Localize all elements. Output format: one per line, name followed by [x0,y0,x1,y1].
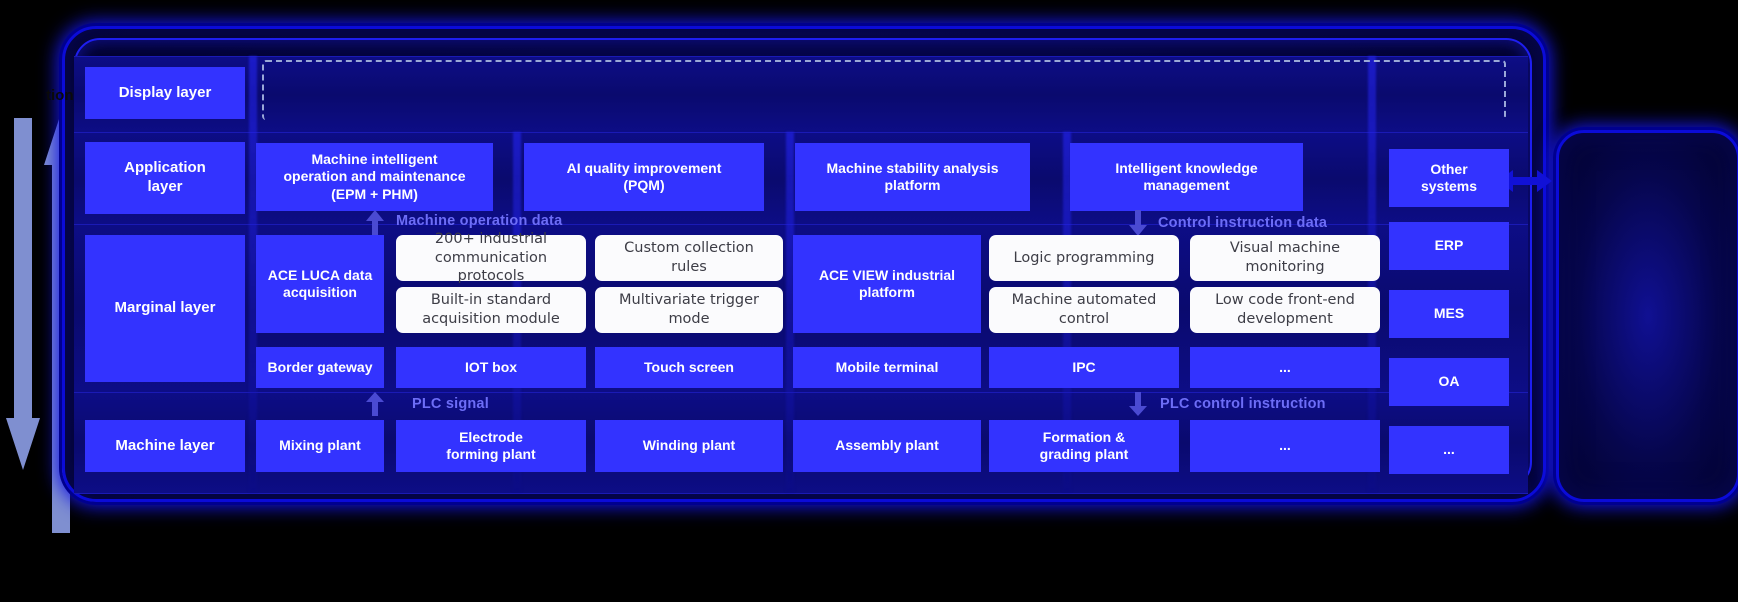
column-divider-1 [249,56,257,492]
partial-left-label: tion [46,87,74,104]
marginal-platform-ace-view[interactable]: ACE VIEW industrial platform [793,235,981,333]
marginal-card-machine-automated-control[interactable]: Machine automated control [989,287,1179,333]
marginal-card-visual-machine-monitoring[interactable]: Visual machine monitoring [1190,235,1380,281]
machine-operation-data-arrow [366,210,384,236]
device-card-mobile-terminal[interactable]: Mobile terminal [793,347,981,388]
marginal-card-multivariate-trigger-mode[interactable]: Multivariate trigger mode [595,287,783,333]
system-card-erp[interactable]: ERP [1389,222,1509,270]
system-card-mes[interactable]: MES [1389,290,1509,338]
system-card-oa[interactable]: OA [1389,358,1509,406]
layer-marginal-layer[interactable]: Marginal layer [85,235,245,382]
systems-link-bidirectional-arrow [1498,168,1552,194]
device-card-iot-box[interactable]: IOT box [396,347,586,388]
display-layer-dashed-connector [262,60,1506,120]
upward-flow-arrow [44,113,78,533]
machine-card-winding-plant[interactable]: Winding plant [595,420,783,472]
machine-card-electrode-forming-plant[interactable]: Electrode forming plant [396,420,586,472]
marginal-card-logic-programming[interactable]: Logic programming [989,235,1179,281]
machine-card-formation-grading-plant[interactable]: Formation & grading plant [989,420,1179,472]
plc-signal-arrow [366,392,384,416]
device-card-more[interactable]: ... [1190,347,1380,388]
system-card-other-systems[interactable]: Other systems [1389,149,1509,207]
device-card-ipc[interactable]: IPC [989,347,1179,388]
marginal-card-communication-protocols[interactable]: 200+ industrial communication protocols [396,231,586,284]
device-card-touch-screen[interactable]: Touch screen [595,347,783,388]
system-card-more[interactable]: ... [1389,426,1509,474]
column-divider-3 [786,132,794,492]
plc-control-instruction-arrow [1129,392,1147,416]
marginal-card-low-code-development[interactable]: Low code front-end development [1190,287,1380,333]
layer-machine-layer[interactable]: Machine layer [85,420,245,472]
downward-flow-arrow [6,118,40,470]
flow-label-control-instruction-data: Control instruction data [1158,215,1328,231]
flow-label-plc-control-instruction: PLC control instruction [1160,396,1326,412]
application-card-ai-quality[interactable]: AI quality improvement (PQM) [524,143,764,211]
machine-card-more[interactable]: ... [1190,420,1380,472]
marginal-platform-ace-luca[interactable]: ACE LUCA data acquisition [256,235,384,333]
machine-card-mixing-plant[interactable]: Mixing plant [256,420,384,472]
layer-application-layer[interactable]: Application layer [85,142,245,214]
marginal-card-custom-collection-rules[interactable]: Custom collection rules [595,235,783,281]
band-display [74,56,1528,134]
application-card-epm-phm[interactable]: Machine intelligent operation and mainte… [256,143,493,211]
flow-label-machine-operation-data: Machine operation data [396,213,563,229]
control-instruction-data-arrow [1129,210,1147,236]
flow-label-plc-signal: PLC signal [412,396,489,412]
machine-card-assembly-plant[interactable]: Assembly plant [793,420,981,472]
application-card-stability[interactable]: Machine stability analysis platform [795,143,1030,211]
device-card-border-gateway[interactable]: Border gateway [256,347,384,388]
marginal-card-builtin-acquisition-module[interactable]: Built-in standard acquisition module [396,287,586,333]
other-systems-shell [1556,130,1738,502]
application-card-knowledge[interactable]: Intelligent knowledge management [1070,143,1303,211]
layer-display-layer[interactable]: Display layer [85,67,245,119]
